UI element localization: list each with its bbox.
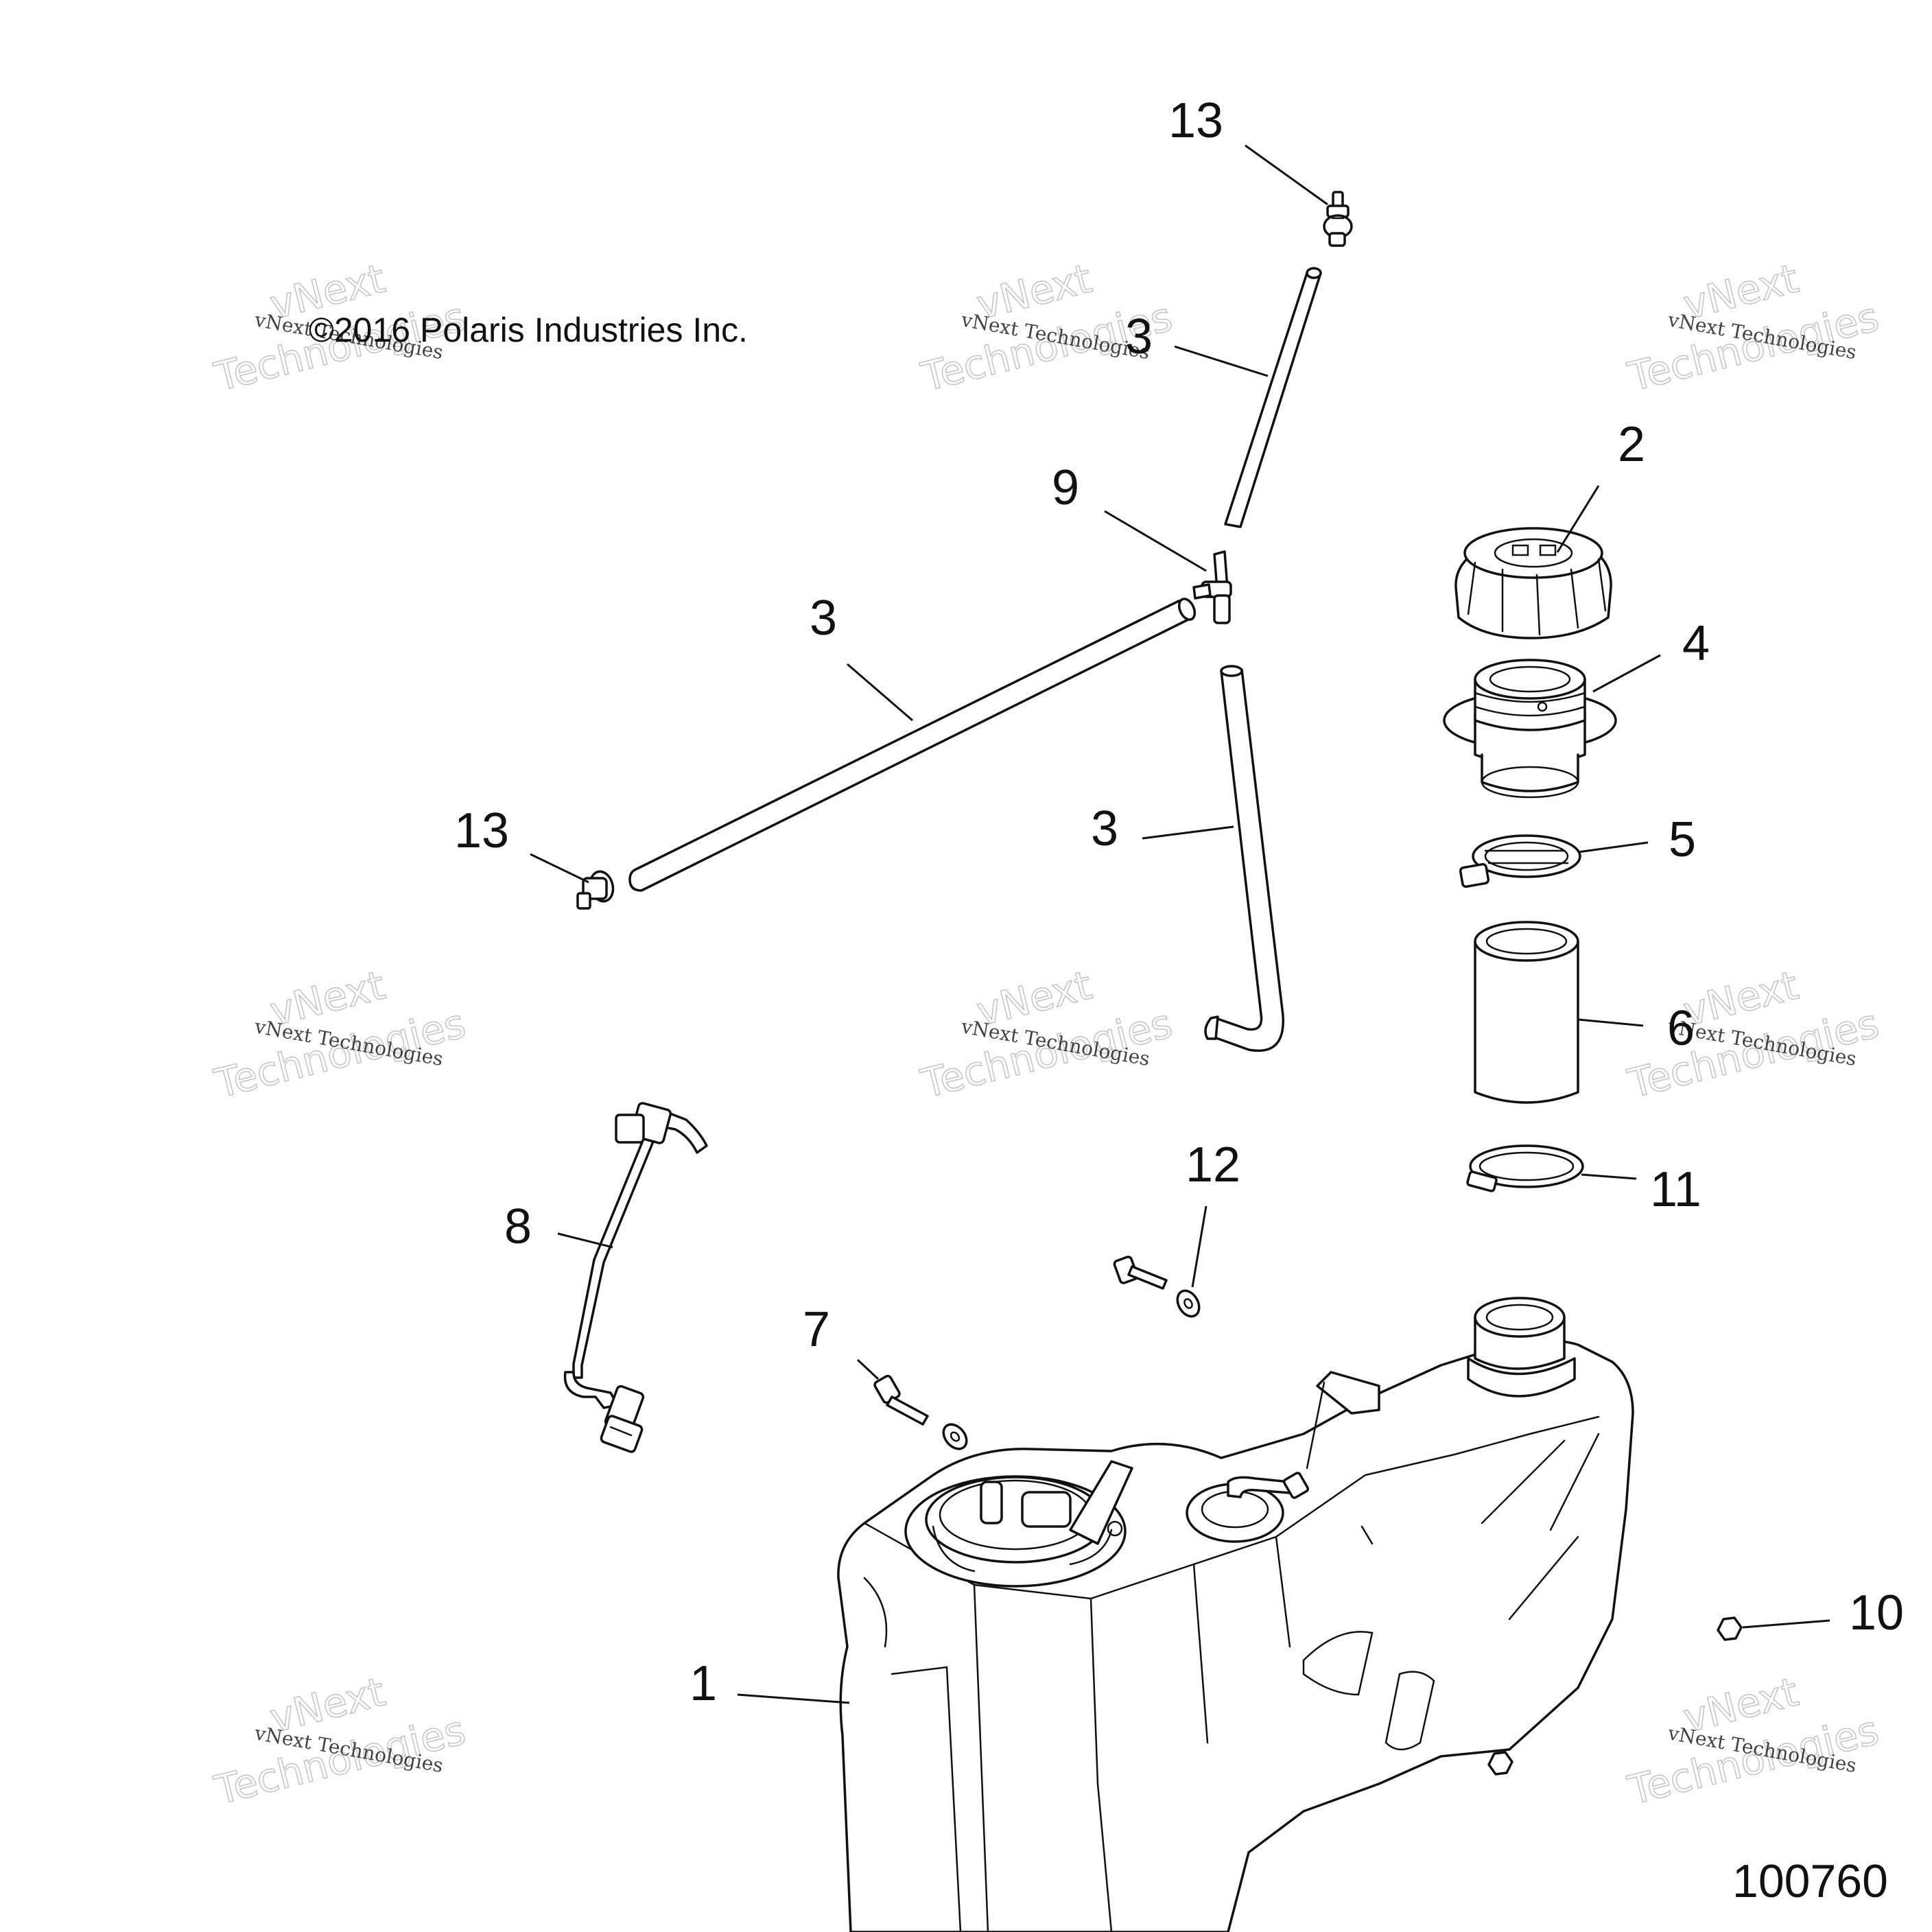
part-10-nut-lower	[1487, 1751, 1513, 1776]
callout-12: 12	[1186, 1138, 1240, 1192]
leader-13-top	[1245, 144, 1328, 206]
part-8-fuel-line	[563, 1102, 708, 1453]
callout-11: 11	[1650, 1162, 1701, 1217]
leader-12	[1191, 1205, 1208, 1288]
callout-numbers: 13 3 2 9 3 4 13 3 5 6 12 11 8 7 10 1	[454, 93, 1904, 1711]
part-4-filler-neck	[1443, 659, 1617, 799]
part-13-vent-valve-top	[1323, 191, 1353, 247]
part-5-hose-clamp	[1459, 834, 1581, 888]
leader-11	[1581, 1173, 1637, 1180]
callout-6: 6	[1667, 1001, 1695, 1056]
callout-9: 9	[1052, 460, 1079, 515]
leader-9	[1104, 510, 1207, 572]
part-1-fuel-tank	[837, 1297, 1634, 1932]
callout-3-right: 3	[1091, 801, 1118, 856]
leader-4	[1592, 654, 1661, 693]
watermark-mid-center: vNext Technologies vNext Technologies	[916, 961, 1177, 1108]
callout-7: 7	[803, 1302, 830, 1357]
part-2-fuel-cap	[1454, 527, 1612, 639]
leader-2	[1556, 485, 1600, 553]
watermark-mid-left: vNext Technologies vNext Technologies	[209, 961, 471, 1108]
copyright-text: ©2016 Polaris Industries Inc.	[309, 311, 748, 349]
callout-13-left: 13	[454, 803, 509, 858]
leader-3-right	[1142, 825, 1234, 840]
callout-3-left: 3	[810, 591, 837, 646]
callout-5: 5	[1669, 812, 1696, 867]
leader-5	[1577, 841, 1649, 853]
part-13-vent-valve-left	[576, 870, 615, 910]
leader-3-left	[847, 663, 913, 722]
leader-1	[737, 1693, 850, 1704]
part-12-bolt-washer	[1113, 1256, 1201, 1318]
callout-1: 1	[690, 1656, 717, 1711]
leader-3-upper	[1174, 345, 1269, 377]
callout-8: 8	[504, 1199, 532, 1254]
callout-3-upper: 3	[1125, 309, 1153, 364]
callout-2: 2	[1618, 417, 1645, 472]
watermark-top-right: vNext Technologies vNext Technologies	[1623, 255, 1884, 401]
part-3-hose-bent	[1204, 665, 1284, 1052]
diagram-id: 100760	[1732, 1855, 1888, 1907]
part-10-nut-right	[1717, 1616, 1743, 1641]
part-9-tee-fitting	[1192, 550, 1232, 624]
part-11-clamp	[1466, 1144, 1584, 1192]
watermark-mid-right: vNext Technologies vNext Technologies	[1623, 961, 1884, 1108]
callout-10: 10	[1849, 1586, 1904, 1640]
leader-7	[856, 1358, 880, 1380]
part-3-hose-upper	[1224, 267, 1322, 528]
watermark-bottom-right: vNext Technologies vNext Technologies	[1623, 1668, 1884, 1815]
watermark-bottom-left: vNext Technologies vNext Technologies	[209, 1668, 471, 1815]
leader-6	[1577, 1018, 1644, 1027]
leader-8	[557, 1232, 613, 1249]
part-3-hose-long	[628, 598, 1197, 892]
part-7-bolt-washer	[873, 1374, 968, 1450]
leader-lines	[530, 144, 1830, 1704]
part-6-hose-sleeve	[1474, 921, 1579, 1104]
leader-10	[1742, 1619, 1830, 1629]
callout-13-top: 13	[1168, 93, 1223, 148]
leader-13-left	[530, 853, 589, 884]
callout-4: 4	[1682, 616, 1710, 671]
